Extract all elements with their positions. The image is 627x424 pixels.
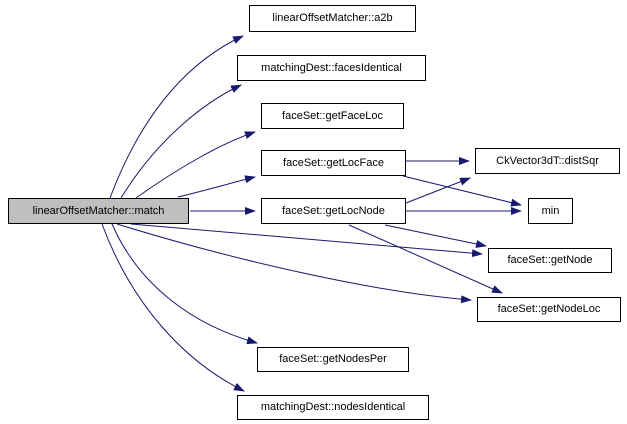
- node-linearoffsetmatcher-a2b[interactable]: linearOffsetMatcher::a2b: [249, 5, 416, 32]
- node-linearoffsetmatcher-match: linearOffsetMatcher::match: [8, 198, 189, 224]
- edge-match-getnodeloc: [116, 223, 472, 304]
- node-min[interactable]: min: [528, 198, 573, 224]
- edge-match-getnodesper: [111, 223, 258, 345]
- node-matchingdest-nodesidentical[interactable]: matchingDest::nodesIdentical: [237, 395, 429, 420]
- node-faceset-getlocface[interactable]: faceSet::getLocFace: [261, 150, 406, 176]
- node-faceset-getnodesper[interactable]: faceSet::getNodesPer: [257, 347, 409, 372]
- edge-getlocface-min: [402, 175, 522, 207]
- edge-getlocnode-getnode: [384, 224, 487, 248]
- node-faceset-getnode[interactable]: faceSet::getNode: [488, 248, 612, 273]
- node-faceset-getnodeloc[interactable]: faceSet::getNodeLoc: [477, 297, 621, 322]
- edge-match-nodesidentical: [101, 223, 245, 392]
- edge-match-getfaceloc: [135, 131, 256, 199]
- edge-getlocnode-distsqr: [405, 177, 471, 204]
- edge-match-getnode: [130, 223, 483, 258]
- edge-getlocnode-getnodeloc: [348, 224, 503, 294]
- edge-match-a2b: [109, 35, 244, 199]
- node-faceset-getlocnode[interactable]: faceSet::getLocNode: [261, 198, 406, 224]
- node-faceset-getfaceloc[interactable]: faceSet::getFaceLoc: [261, 103, 404, 129]
- edge-match-facesidentical: [120, 84, 242, 199]
- edge-match-getlocface: [177, 175, 256, 198]
- node-ckvector3dt-distsqr[interactable]: CkVector3dT::distSqr: [475, 148, 620, 174]
- node-matchingdest-facesidentical[interactable]: matchingDest::facesIdentical: [237, 55, 426, 81]
